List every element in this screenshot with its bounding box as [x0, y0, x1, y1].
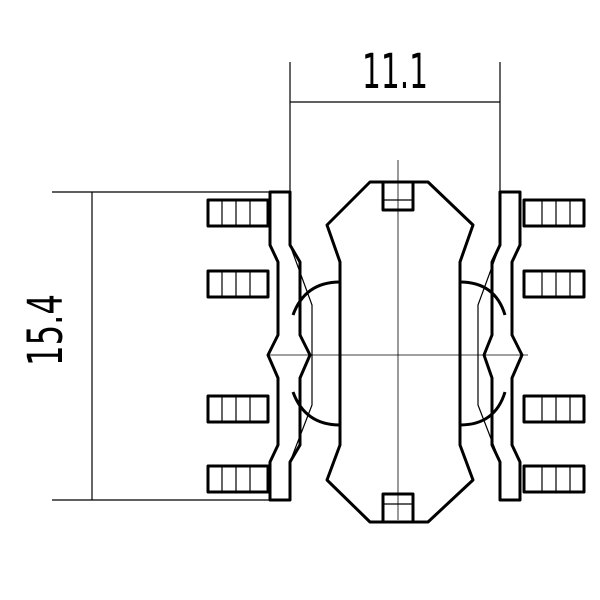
pin-right-1	[522, 198, 586, 228]
height-dimension: 15.4	[18, 191, 270, 501]
left-lower-arc	[291, 391, 341, 427]
pin-right-3	[522, 394, 586, 424]
width-dimension: 11.1	[289, 44, 501, 192]
pin-left-2	[206, 269, 270, 299]
pin-right-4	[522, 464, 586, 494]
pin-right-2	[522, 269, 586, 299]
left-pins	[206, 198, 270, 494]
pin-left-4	[206, 464, 270, 494]
left-flange	[266, 190, 313, 502]
right-lower-arc	[459, 391, 507, 427]
right-flange	[477, 190, 524, 502]
bobbin-outline	[325, 180, 475, 524]
left-upper-arc	[291, 280, 341, 316]
right-pins	[522, 198, 586, 494]
bottom-notch	[381, 492, 415, 522]
right-upper-arc	[459, 280, 507, 316]
width-dimension-label: 11.1	[362, 44, 428, 100]
pin-left-3	[206, 394, 270, 424]
height-dimension-label: 15.4	[18, 294, 74, 366]
top-notch	[381, 182, 415, 212]
bobbin-body	[291, 180, 507, 524]
pin-left-1	[206, 198, 270, 228]
